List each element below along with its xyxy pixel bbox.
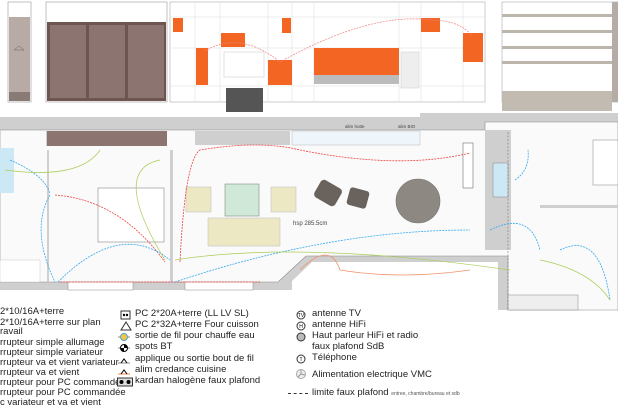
svg-text:T: T (299, 357, 302, 363)
legend-item: Téléphone (312, 352, 357, 363)
legend-item: applique ou sortie bout de fil (135, 353, 254, 364)
telephone-icon: T (296, 354, 306, 364)
elevation-kitchen (169, 1, 486, 112)
label-alim-hotte: alim hotte (345, 124, 365, 129)
legend-item: rrupteur pour PC commandée (0, 387, 126, 398)
legend-item: 2*10/16A+terre (0, 306, 65, 317)
legend-item: antenne HiFi (312, 319, 366, 330)
vmc-icon (296, 369, 306, 379)
floor-plan (0, 113, 618, 311)
legend-item: kardan halogène faux plafond (135, 375, 261, 386)
double-socket-icon (120, 310, 131, 320)
legend-item: alim credance cuisine (135, 364, 227, 375)
legend-item: sortie de fil pour chauffe eau (135, 330, 255, 341)
legend-item: antenne TV (312, 308, 361, 319)
legend-item: 2*10/16A+terre sur plan (0, 317, 101, 328)
ceiling-limit-line (288, 393, 308, 394)
svg-text:H: H (299, 324, 303, 330)
halogen-kardan-icon (117, 377, 133, 387)
elevation-shelving (501, 1, 618, 111)
ceiling-limit-label: limite faux plafond (312, 387, 389, 398)
wall-light-icon (118, 358, 130, 364)
hifi-antenna-icon: H (296, 321, 306, 331)
legend-item: c variateur et va et vient (0, 397, 101, 408)
legend-item-ceiling-limit: limite faux plafond entree, chambre/bure… (312, 387, 460, 400)
legend-item: Alimentation electrique VMC (312, 369, 432, 380)
legend-item: ravail (0, 326, 23, 337)
legend-item: rrupteur va et vient variateur (0, 357, 119, 368)
ceiling-limit-note: entree, chambre/bureau et sdb (391, 391, 460, 397)
legend-item: rrupteur simple variateur (0, 347, 103, 358)
legend-item: rrupteur va et vient (0, 367, 80, 378)
legend-item: Haut parleur HiFi et radio (312, 330, 419, 341)
legend-item: spots BT (135, 341, 173, 352)
legend-item: rrupteur simple allumage (0, 337, 105, 348)
triangle-socket-icon (120, 321, 132, 331)
elevation-wardrobe (7, 1, 32, 103)
svg-text:TV: TV (298, 313, 305, 319)
tv-antenna-icon: TV (296, 310, 306, 320)
elevation-sliding-doors (45, 1, 168, 103)
legend-item: rrupteur pour PC commandée (0, 377, 126, 388)
label-alim-bio: alim BIO (398, 124, 416, 129)
legend-item: faux plafond SdB (312, 341, 385, 352)
spot-icon (118, 344, 130, 352)
legend-item: PC 2*32A+terre Four cuisson (135, 319, 259, 330)
credenza-power-icon (118, 369, 130, 375)
water-heater-outlet-icon (118, 333, 130, 341)
ceiling-height-label: hsp 285.5cm (293, 221, 328, 227)
speaker-icon (296, 332, 306, 342)
legend-item: PC 2*20A+terre (LL LV SL) (135, 308, 249, 319)
